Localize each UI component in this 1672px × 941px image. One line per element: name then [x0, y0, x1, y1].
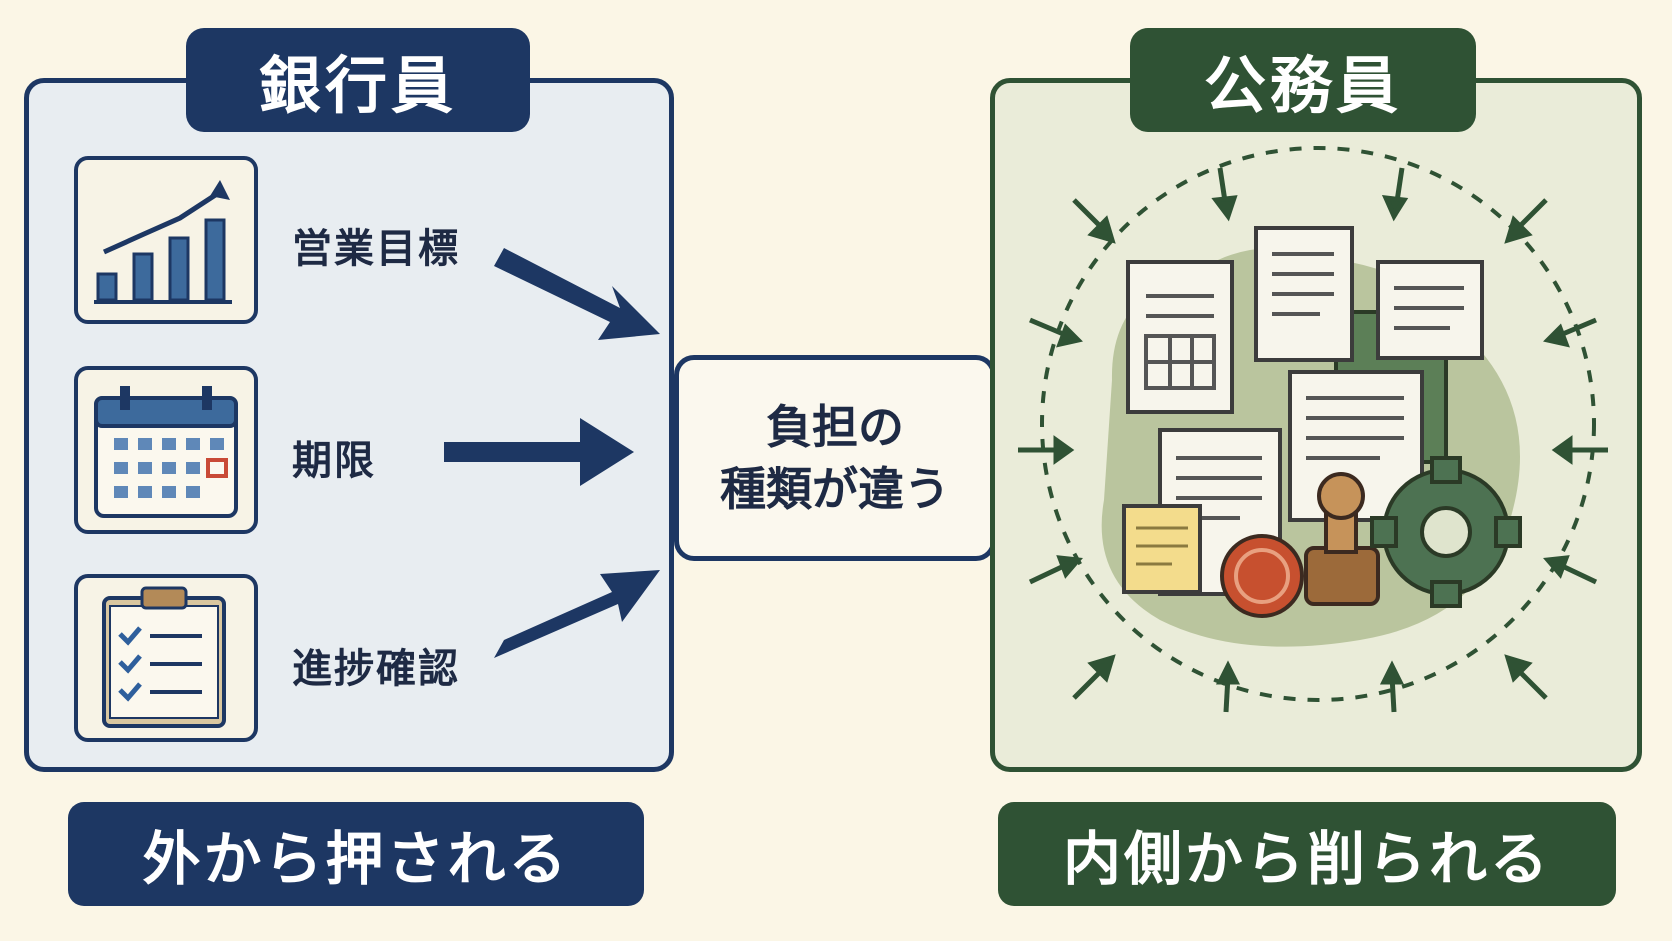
deadline-label: 期限	[292, 438, 376, 484]
sales-target-label: 営業目標	[292, 226, 460, 272]
center-line-1: 負担の	[766, 400, 904, 454]
calendar-icon	[74, 366, 258, 534]
dashed-ring	[1040, 146, 1596, 702]
arrow-progress-check	[494, 570, 660, 658]
banker-title: 銀行員	[186, 28, 530, 132]
clipboard-checklist-icon	[74, 574, 258, 742]
arrow-sales-target	[494, 248, 660, 340]
bar-chart-icon	[74, 156, 258, 324]
inward-arrows	[1018, 167, 1608, 713]
civil-servant-caption: 内側から削られる	[998, 802, 1616, 906]
civil-servant-title: 公務員	[1130, 28, 1476, 132]
progress-check-label: 進捗確認	[292, 646, 460, 692]
arrow-deadline	[444, 418, 634, 486]
center-line-2: 種類が違う	[720, 462, 950, 516]
banker-caption: 外から押される	[68, 802, 644, 906]
burden-difference-box: 負担の 種類が違う	[674, 355, 996, 561]
